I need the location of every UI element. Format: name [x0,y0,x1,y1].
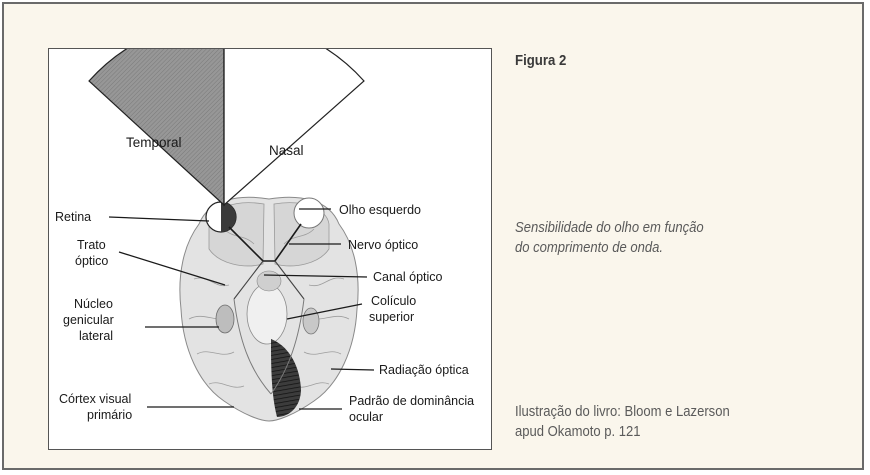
caption-line-2: do comprimento de onda. [515,238,785,258]
label-nucleo-2: genicular [63,313,114,327]
label-cortex-2: primário [87,408,132,422]
label-cortex-1: Córtex visual [59,392,131,406]
label-radiacao-optica: Radiação óptica [379,363,469,377]
brain-illustration [180,197,358,421]
label-coliculo-1: Colículo [371,294,416,308]
diagram-svg: Temporal Nasal Retina Trato óptico Núcle… [49,49,491,449]
temporal-field-wedge [89,49,224,205]
label-coliculo-2: superior [369,310,414,324]
label-nucleo-3: lateral [79,329,113,343]
nasal-field-wedge [224,49,364,205]
credit-line-2: apud Okamoto p. 121 [515,422,812,442]
figure-title: Figura 2 [515,52,566,69]
label-nucleo-1: Núcleo [74,297,113,311]
visual-pathway-diagram: Temporal Nasal Retina Trato óptico Núcle… [48,48,492,450]
label-retina: Retina [55,210,91,224]
figure-credit: Ilustração do livro: Bloom e Lazerson ap… [515,402,812,442]
caption-line-1: Sensibilidade do olho em função [515,218,785,238]
figure-frame: Temporal Nasal Retina Trato óptico Núcle… [2,2,864,470]
label-trato-2: óptico [75,254,108,268]
label-padrao-1: Padrão de dominância [349,394,474,408]
figure-caption: Sensibilidade do olho em função do compr… [515,218,785,258]
label-padrao-2: ocular [349,410,383,424]
credit-line-1: Ilustração do livro: Bloom e Lazerson [515,402,812,422]
label-canal-optico: Canal óptico [373,270,443,284]
temporal-label: Temporal [126,135,182,150]
label-nervo-optico: Nervo óptico [348,238,418,252]
label-olho-esquerdo: Olho esquerdo [339,203,421,217]
nasal-label: Nasal [269,143,304,158]
label-trato-1: Trato [77,238,106,252]
